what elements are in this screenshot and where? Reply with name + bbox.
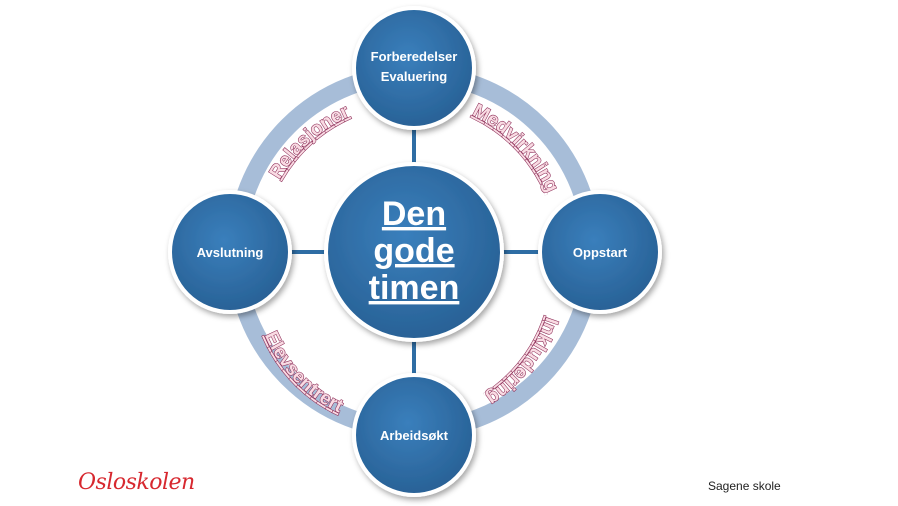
- osloskolen-logo: Osloskolen: [78, 470, 195, 495]
- node-top: Forberedelser Evaluering: [352, 6, 476, 130]
- center-line-2: gode: [373, 232, 454, 270]
- center-line-3: timen: [369, 269, 460, 307]
- center-line-1: Den: [382, 195, 446, 233]
- node-bottom: Arbeidsøkt: [352, 373, 476, 497]
- center-node: Den gode timen: [324, 162, 504, 342]
- node-left: Avslutning: [168, 190, 292, 314]
- node-bottom-label: Arbeidsøkt: [380, 428, 449, 443]
- node-top-line-1: Forberedelser: [371, 49, 458, 64]
- node-right: Oppstart: [538, 190, 662, 314]
- school-name: Sagene skole: [708, 479, 781, 493]
- node-top-line-2: Evaluering: [381, 69, 448, 84]
- node-left-label: Avslutning: [197, 245, 264, 260]
- node-right-label: Oppstart: [573, 245, 628, 260]
